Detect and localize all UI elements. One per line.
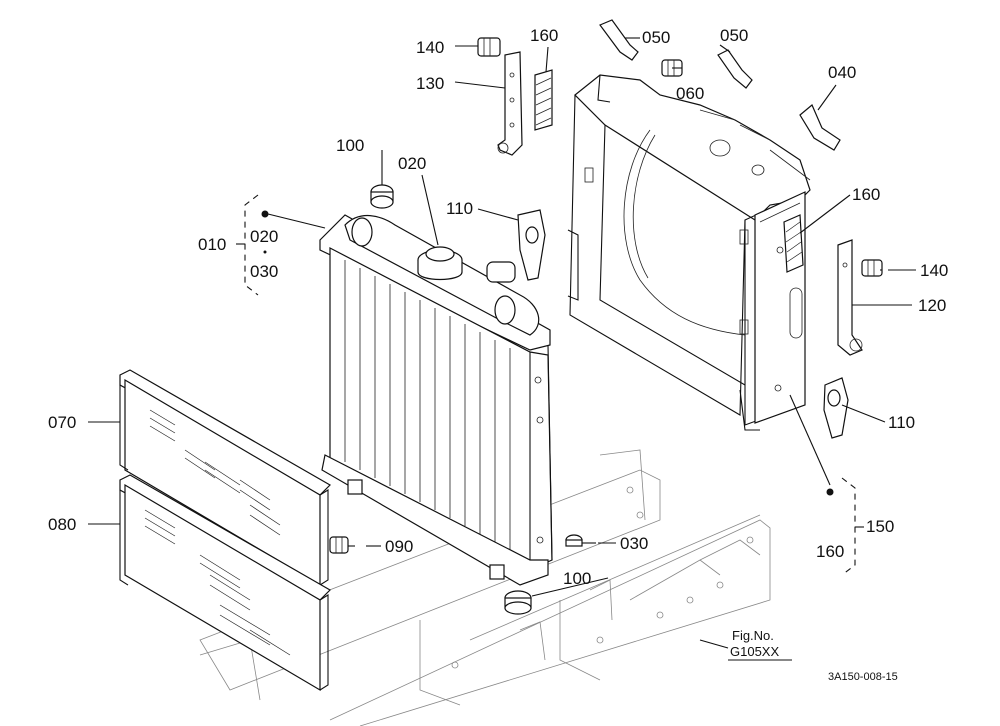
fig-caption: Fig.No. (732, 628, 774, 643)
bracket-130 (497, 51, 523, 156)
part-label-160-group: 160 (816, 542, 844, 561)
hose-050-right (717, 49, 753, 89)
group-bracket-150 (841, 477, 856, 576)
chassis-frame (199, 449, 771, 726)
bolt-140-right (861, 259, 883, 277)
cushion-030 (565, 534, 583, 547)
part-label-100-bottom: 100 (563, 569, 591, 588)
screen-080 (119, 474, 331, 692)
mount-110-lower (823, 377, 849, 439)
part-label-040: 040 (828, 63, 856, 82)
hose-050-left (599, 19, 639, 61)
part-label-100-top: 100 (336, 136, 364, 155)
part-label-080: 080 (48, 515, 76, 534)
mount-110-upper (517, 209, 546, 281)
part-label-140-top: 140 (416, 38, 444, 57)
radiator-shroud (567, 74, 811, 431)
bracket-120 (837, 239, 863, 356)
part-label-160-top: 160 (530, 26, 558, 45)
cushion-100-top (370, 184, 394, 209)
screen-070 (119, 369, 331, 587)
small-dot-020-030 (263, 250, 267, 254)
drawing-code: 3A150-008-15 (828, 671, 898, 683)
group-bracket-010 (244, 194, 259, 296)
part-label-050-left: 050 (642, 28, 670, 47)
radiator-cap-020 (417, 246, 463, 281)
radiator-core (319, 214, 553, 586)
label-connectors (236, 243, 916, 547)
leader-lines (88, 37, 912, 649)
hose-040 (799, 104, 841, 151)
fig-number: G105XX (730, 644, 779, 659)
part-label-070: 070 (48, 413, 76, 432)
part-label-020-cap: 020 (398, 154, 426, 173)
part-label-110-upper: 110 (446, 199, 473, 218)
part-label-120: 120 (918, 296, 946, 315)
part-label-050-right: 050 (720, 26, 748, 45)
leader-dot-150 (826, 488, 834, 496)
knob-090 (329, 536, 349, 554)
cushion-100-bottom (504, 590, 532, 615)
leader-dot-010 (261, 210, 269, 218)
seal-160-top (534, 69, 553, 131)
part-label-030-cushion: 030 (620, 534, 648, 553)
part-label-060: 060 (676, 84, 704, 103)
part-label-160-right: 160 (852, 185, 880, 204)
part-label-150: 150 (866, 517, 894, 536)
part-label-090: 090 (385, 537, 413, 556)
part-label-140-right: 140 (920, 261, 948, 280)
part-label-020-group: 020 (250, 227, 278, 246)
part-label-130: 130 (416, 74, 444, 93)
part-label-110-lower: 110 (888, 413, 915, 432)
bolt-140-top (477, 37, 501, 57)
part-label-010: 010 (198, 235, 226, 254)
part-label-030-group: 030 (250, 262, 278, 281)
